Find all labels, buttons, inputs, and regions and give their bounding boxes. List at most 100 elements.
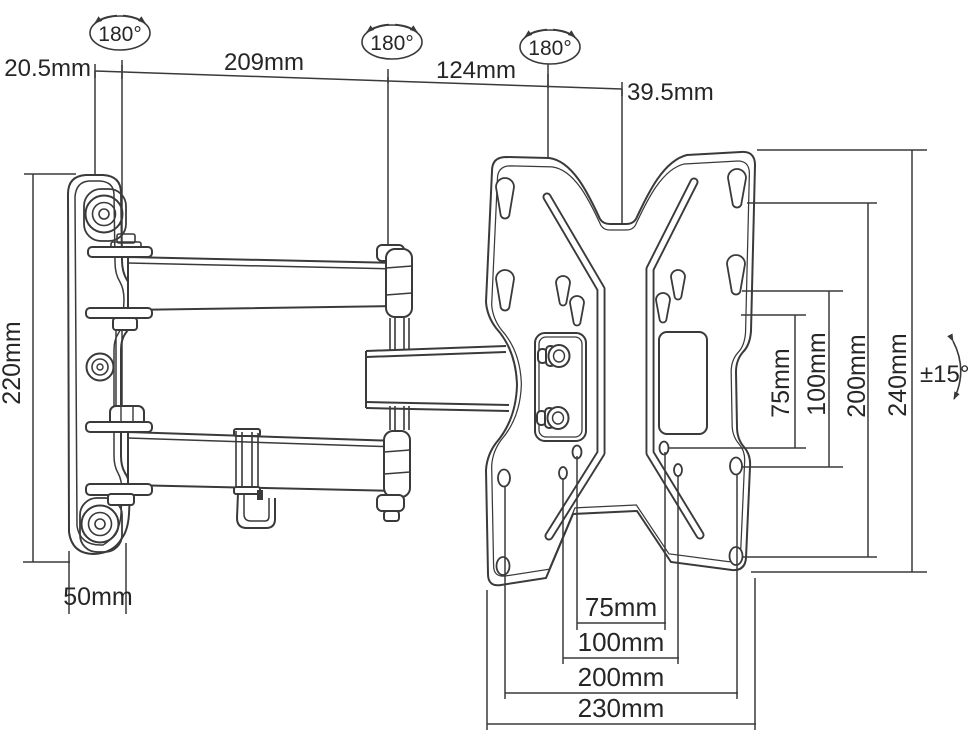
upper-arm-right-cap <box>385 248 413 318</box>
hole-center-right-lower <box>673 463 683 477</box>
diagonal-slot-right <box>645 177 705 540</box>
diagonal-slot-left <box>542 192 606 541</box>
label-swivel-plate: 180° <box>528 37 571 60</box>
label-vesa-v-200: 200mm <box>843 334 871 417</box>
right-dim-240 <box>751 149 927 573</box>
upper-arm-top-face <box>127 262 399 270</box>
hole-bottom-left-corner <box>495 556 511 576</box>
label-plate-offset: 39.5mm <box>627 79 714 106</box>
label-vesa-h-200: 200mm <box>578 662 665 692</box>
bolt-lower <box>536 406 570 430</box>
label-vesa-v-75-real: 75mm <box>767 348 795 417</box>
articulating-elbow <box>389 318 410 430</box>
mid-screw-hole <box>96 363 104 371</box>
cable-clip-outer <box>235 492 276 529</box>
label-vesa-h-100: 100mm <box>578 627 665 657</box>
center-bar <box>365 345 510 412</box>
elbow-lower-posts <box>389 406 410 430</box>
plate-window-opening <box>658 331 708 435</box>
cable-clamp-band <box>235 431 259 492</box>
vesa-plate <box>484 150 757 587</box>
lower-arm-body <box>127 430 399 493</box>
upper-arm-body <box>127 255 399 312</box>
keyhole-small-left-b <box>569 295 585 327</box>
bottom-dim-230 <box>486 578 756 730</box>
center-bar-bottom-rails <box>365 401 510 412</box>
lower-arm-top-face <box>127 437 399 448</box>
upper-arm-left-flange-top <box>87 246 153 258</box>
left-dim-220 <box>23 173 76 563</box>
top-pivot-boss <box>83 188 127 242</box>
right-dim-100 <box>742 290 843 468</box>
label-tilt-range: ±15° <box>920 361 969 388</box>
bolt-plate-outline <box>534 332 587 442</box>
upper-arm-left-flange-bottom <box>85 307 153 319</box>
center-bar-top-rails <box>365 345 507 358</box>
hole-bottom-left-upper <box>497 468 511 488</box>
keyhole-mid-right <box>726 254 746 296</box>
label-arm-reach: 209mm <box>224 49 304 76</box>
top-pivot-outer <box>84 194 124 234</box>
hole-center-right-upper <box>658 440 670 456</box>
right-dim-200 <box>742 202 877 558</box>
bottom-dim-100 <box>562 476 679 664</box>
swivel-symbol-wall <box>89 14 151 51</box>
label-wall-plate-depth: 50mm <box>63 583 132 611</box>
keyhole-small-left-a <box>555 275 571 307</box>
keyhole-small-right-a <box>670 269 686 301</box>
keyhole-mid-left <box>495 269 515 312</box>
tilt-arc <box>947 333 962 400</box>
dimension-lines <box>23 14 962 730</box>
mid-screw-outer <box>85 352 115 382</box>
upper-arm-right-cap-lines <box>385 265 413 296</box>
label-vesa-h-75: 75mm <box>585 592 657 622</box>
bottom-pivot-mid <box>87 511 113 537</box>
cable-clip-tab <box>257 490 263 500</box>
cable-clamp-bottom <box>233 486 261 495</box>
bolt-upper <box>537 344 571 368</box>
upper-arm <box>85 244 413 406</box>
hole-bottom-right-upper <box>729 456 743 476</box>
top-pivot-mid <box>91 201 117 227</box>
bolt-plate-inner <box>538 336 583 438</box>
right-dim-75 <box>668 314 806 449</box>
keyhole-slots <box>495 168 747 327</box>
top-dim-line <box>94 70 623 90</box>
label-plate-height: 240mm <box>884 333 912 416</box>
swivel-symbol-plate <box>519 28 581 65</box>
lower-arm-left-block <box>107 493 135 506</box>
lower-elbow-nut-tip <box>383 510 400 522</box>
hole-bottom-right-corner <box>728 546 744 566</box>
lower-arm <box>85 405 411 529</box>
lower-arm-right-cap <box>383 430 411 498</box>
keyhole-top-right <box>727 168 747 209</box>
label-swivel-wall: 180° <box>98 23 141 46</box>
label-swivel-elbow: 180° <box>370 32 413 55</box>
keyhole-small-right-b <box>655 292 671 324</box>
label-plate-width: 230mm <box>578 693 665 723</box>
label-wall-plate-height: 220mm <box>0 321 26 404</box>
lower-arm-left-flange-top <box>85 421 153 433</box>
lower-elbow-nut <box>376 494 405 512</box>
vesa-plate-outline <box>484 150 757 587</box>
top-pivot-nut-a <box>116 233 136 244</box>
bottom-pivot-hole <box>94 518 106 530</box>
cable-clip-inner <box>243 493 270 522</box>
label-vesa-v-100: 100mm <box>803 332 831 415</box>
mid-screw-mid <box>91 358 109 376</box>
lower-arm-right-cap-lines <box>383 449 411 475</box>
upper-arm-left-nut <box>112 317 138 331</box>
dimension-labels: 20.5mm 209mm 124mm 39.5mm 180° 180° 180°… <box>0 23 969 723</box>
cable-clamp-top <box>233 428 261 437</box>
left-dim-50 <box>68 543 127 614</box>
keyhole-top-left <box>495 177 515 220</box>
label-wall-offset: 20.5mm <box>4 55 91 82</box>
hole-center-left-lower <box>558 466 568 480</box>
bottom-pivot-boss <box>79 497 123 553</box>
swivel-symbol-elbow <box>361 23 423 60</box>
bottom-dim-200 <box>504 474 738 699</box>
label-elbow-to-plate: 124mm <box>436 57 516 84</box>
top-extension-lines <box>94 60 623 245</box>
